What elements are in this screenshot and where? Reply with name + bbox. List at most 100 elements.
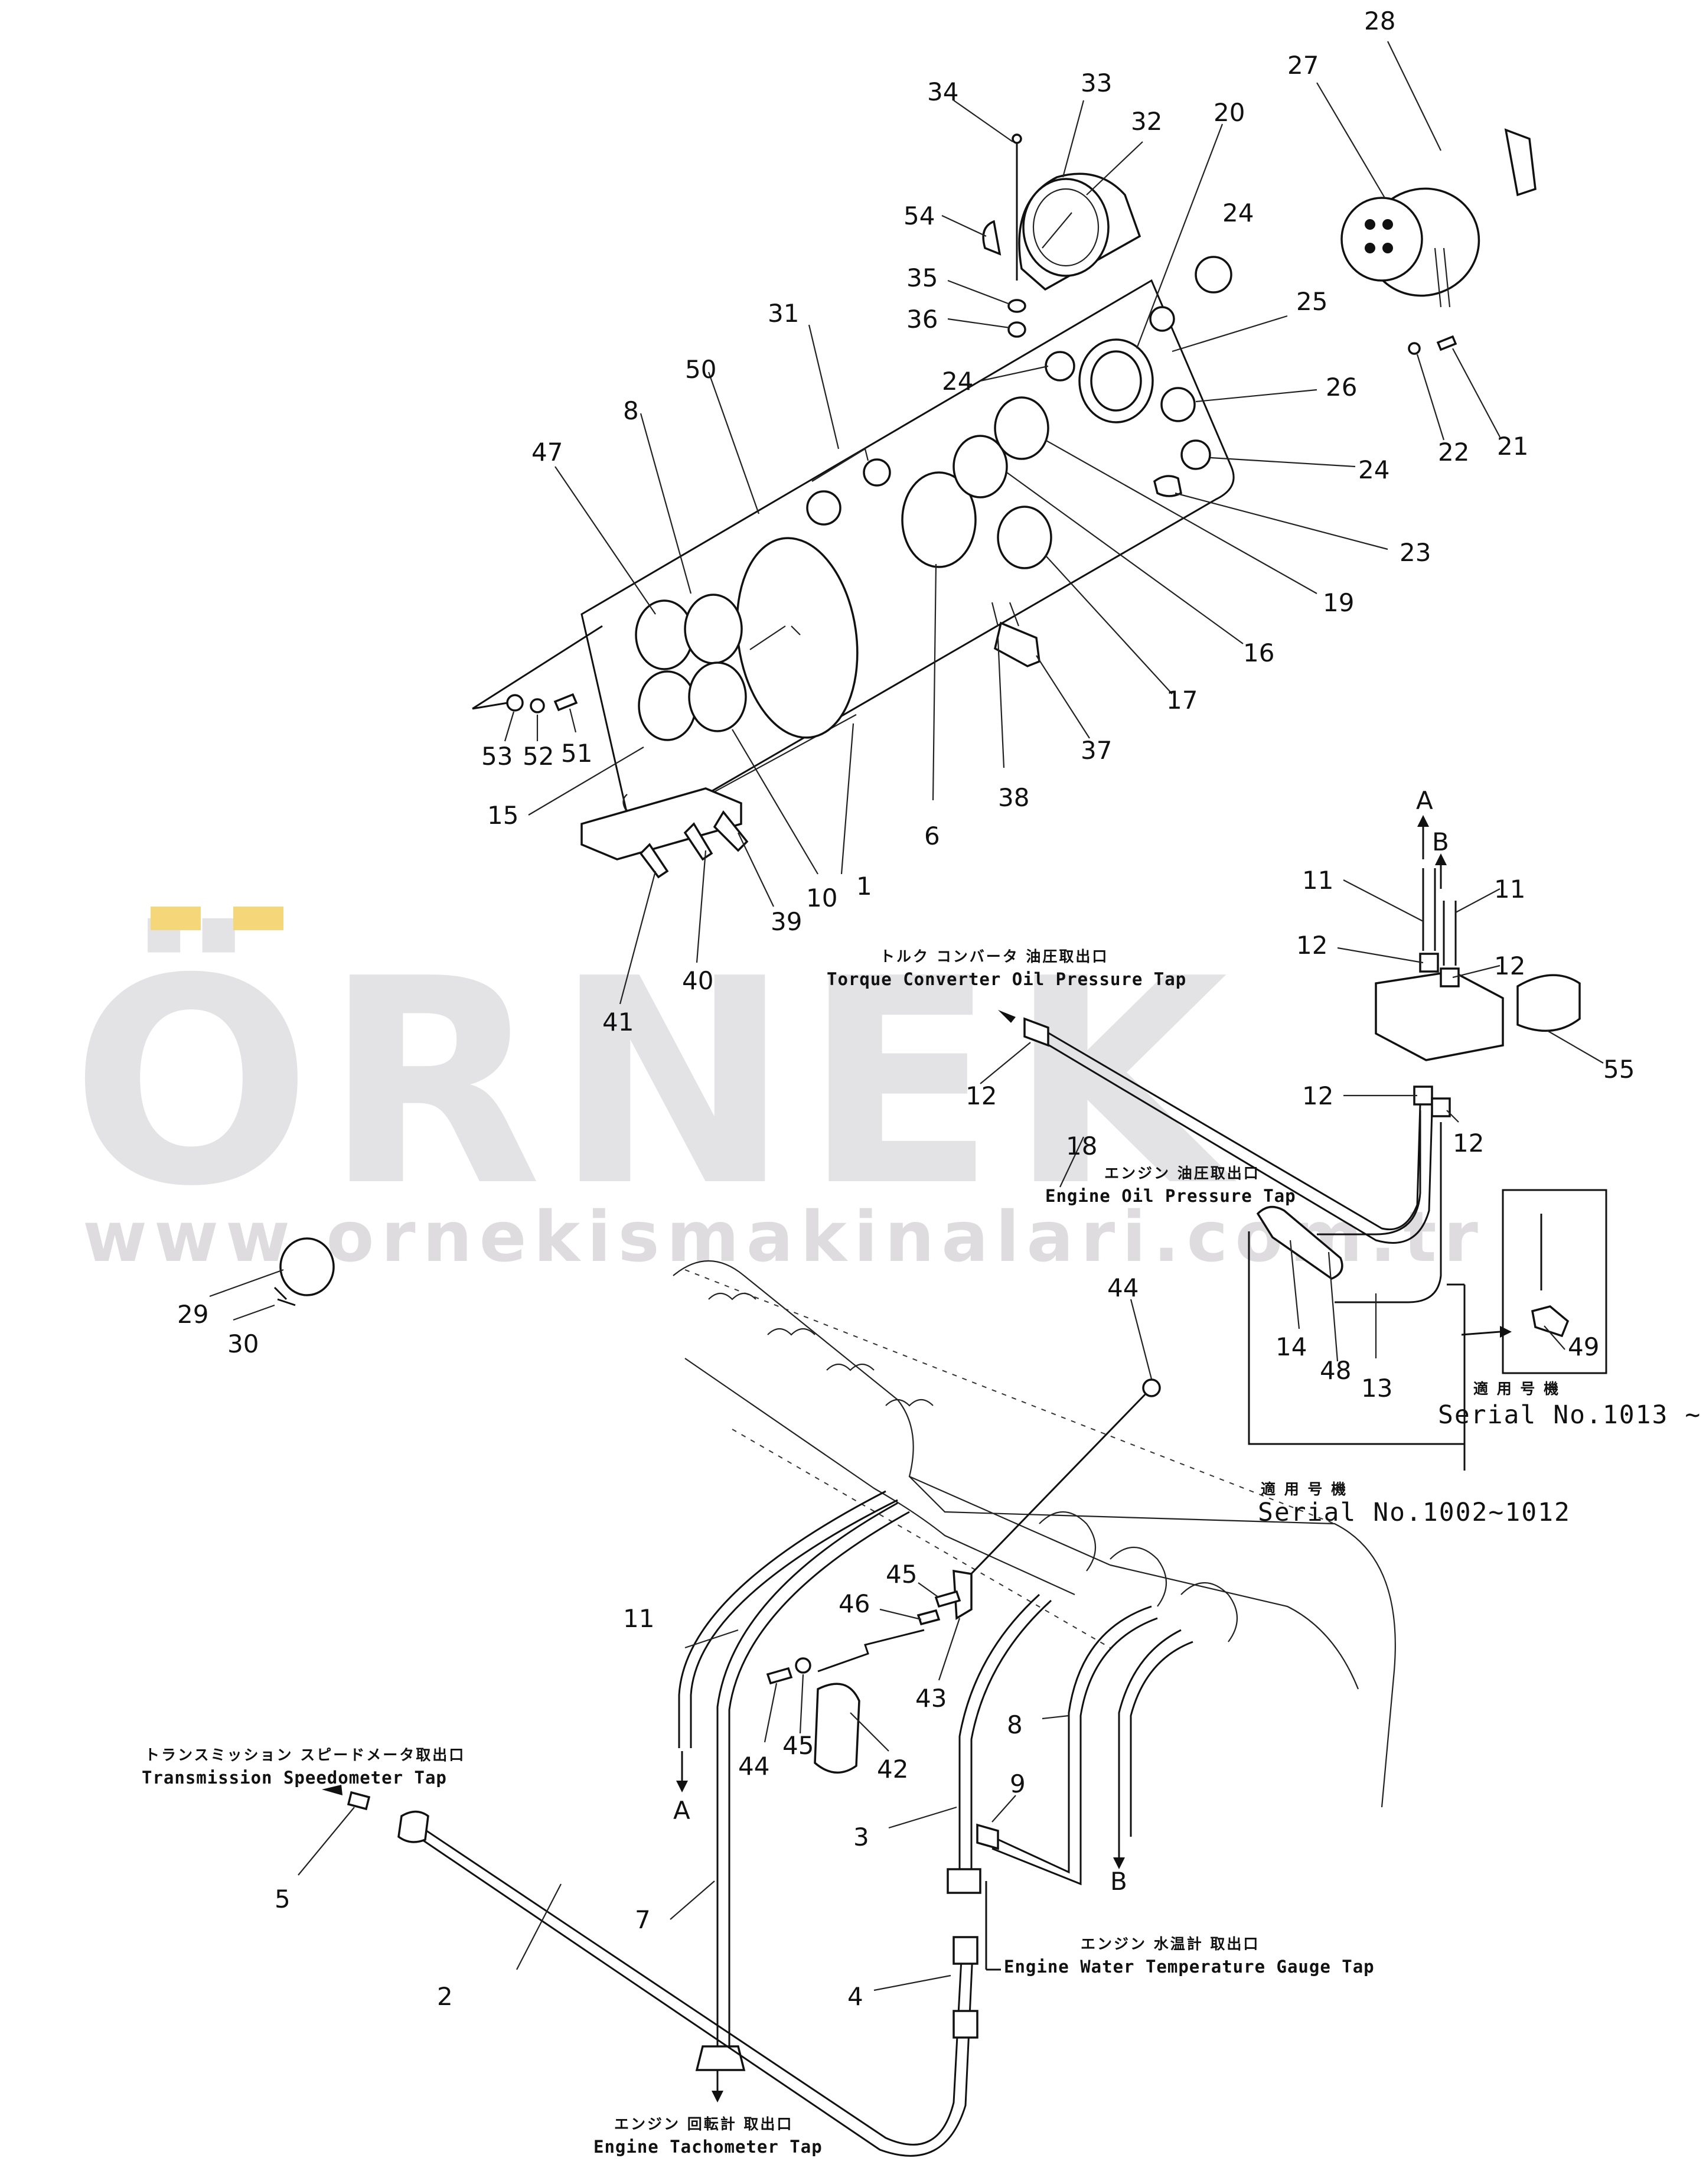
cable-3-b (970, 1599, 1052, 1872)
arrow-to-inset (1461, 1331, 1501, 1336)
washer-53 (506, 694, 524, 712)
callout-21: 21 (1497, 432, 1528, 461)
tube-11-lower-b (690, 1499, 898, 1748)
callout-4: 4 (847, 1982, 863, 2011)
callout-39: 39 (771, 907, 802, 936)
tube-18 (1039, 1026, 1421, 1231)
marker-a-bottom: A (673, 1796, 690, 1825)
switch-23 (1153, 475, 1182, 497)
gauge-15 (638, 670, 697, 741)
washer-22 (1408, 342, 1421, 355)
callout-10: 10 (806, 884, 837, 912)
tube-13-left (1317, 1110, 1421, 1236)
callout-8: 8 (1007, 1710, 1023, 1739)
tube-b (1118, 1629, 1182, 1837)
instrument-panel (472, 128, 1537, 879)
cable-2-b (413, 1833, 974, 2157)
lamp-24-b (1180, 439, 1211, 470)
callout-19: 19 (1323, 588, 1354, 617)
condenser-42 (814, 1683, 860, 1774)
callout-12-b: 12 (1494, 951, 1525, 980)
switch-55 (1516, 974, 1581, 1032)
callout-42: 42 (877, 1755, 908, 1784)
callout-41: 41 (602, 1008, 634, 1036)
callout-1: 1 (856, 872, 872, 901)
tube-18-b (1039, 1038, 1433, 1244)
lamp-29 (279, 1237, 335, 1296)
cable-2 (413, 1821, 964, 2146)
clock-hand (1042, 212, 1072, 249)
fitting-4-top (947, 1868, 981, 1894)
pin-b (1382, 219, 1393, 230)
torque-converter-jp: トルク コンバータ 油圧取出口 (880, 948, 1108, 965)
tube-b-2 (1130, 1641, 1193, 1837)
captions: トルク コンバータ 油圧取出口 Torque Converter Oil Pre… (142, 948, 1375, 2157)
callout-24-a: 24 (1222, 198, 1254, 227)
manifold-block (1375, 970, 1504, 1061)
fitting-12-e (1023, 1017, 1049, 1047)
arrow-torque (998, 1010, 1016, 1023)
clock-32 (1022, 178, 1110, 277)
elbow-49 (1531, 1305, 1570, 1338)
callout-2: 2 (437, 1982, 453, 2011)
engine-oil-tap: Engine Oil Pressure Tap (1045, 1186, 1296, 1206)
tachometer-tap: Engine Tachometer Tap (593, 2137, 823, 2157)
callout-40: 40 (682, 966, 713, 995)
callout-49: 49 (1568, 1332, 1599, 1361)
serial-early: Serial No.1002~1012 (1258, 1498, 1571, 1527)
callout-12-a: 12 (1296, 931, 1327, 960)
callout-8-panel: 8 (623, 396, 639, 425)
flow-markers: A B A B (673, 786, 1449, 1896)
bracket-28 (1504, 128, 1537, 197)
engine-block (673, 1260, 1396, 1808)
callout-15: 15 (487, 801, 518, 830)
arrow-tach (712, 2091, 723, 2102)
flow-arrows (322, 815, 1447, 2102)
marker-b-bottom: B (1110, 1867, 1127, 1896)
hour-meter-leads (1434, 247, 1451, 308)
callout-7: 7 (635, 1905, 651, 1934)
callout-44-a: 44 (738, 1752, 769, 1781)
inset-late (1502, 1189, 1607, 1374)
pin-c (1365, 243, 1375, 253)
callout-12-e: 12 (965, 1081, 997, 1110)
lamp-24-c (1195, 256, 1232, 294)
socket-30 (273, 1286, 296, 1306)
sensor-9 (976, 1823, 999, 1850)
callout-17: 17 (1166, 686, 1198, 715)
callout-52: 52 (523, 742, 554, 771)
callout-5: 5 (275, 1885, 291, 1914)
marker-a-top: A (1416, 786, 1433, 815)
strap-42 (817, 1629, 925, 1673)
callout-43: 43 (915, 1684, 947, 1713)
gauge-19 (994, 396, 1049, 460)
water-temp-tap: Engine Water Temperature Gauge Tap (1004, 1957, 1375, 1977)
serial-notes: 適 用 号 機 Serial No.1013 ~ 適 用 号 機 Serial … (1258, 1380, 1700, 1527)
tube-8 (991, 1605, 1152, 1874)
adapter-4-b (953, 2010, 978, 2039)
arrow-b-top (1435, 853, 1447, 865)
arrow-b-bottom (1113, 1857, 1125, 1869)
callout-22: 22 (1438, 438, 1469, 467)
fitting-12-a (1419, 953, 1439, 973)
callout-27: 27 (1287, 51, 1319, 80)
washer-45 (795, 1657, 811, 1674)
lamp-25 (1149, 306, 1175, 332)
callout-16: 16 (1243, 638, 1274, 667)
arrow-a-top (1417, 815, 1429, 827)
callout-18: 18 (1066, 1132, 1097, 1161)
bolt-21 (1436, 335, 1457, 351)
leader-lines (209, 41, 1604, 1991)
serial-early-jp: 適 用 号 機 (1261, 1481, 1348, 1498)
callout-33: 33 (1081, 69, 1112, 97)
callout-36: 36 (906, 305, 938, 334)
callout-12-c: 12 (1302, 1081, 1333, 1110)
engine-oil-jp: エンジン 油圧取出口 (1104, 1165, 1260, 1182)
lamp-24-a (1045, 351, 1075, 382)
callout-11-a: 11 (1302, 866, 1333, 895)
lamp-31-b (863, 458, 891, 487)
adapter-4 (953, 1936, 978, 1965)
tube-11-lower (678, 1490, 886, 1748)
water-temp-jp: エンジン 水温計 取出口 (1081, 1935, 1260, 1952)
leader-47-group (472, 625, 603, 710)
